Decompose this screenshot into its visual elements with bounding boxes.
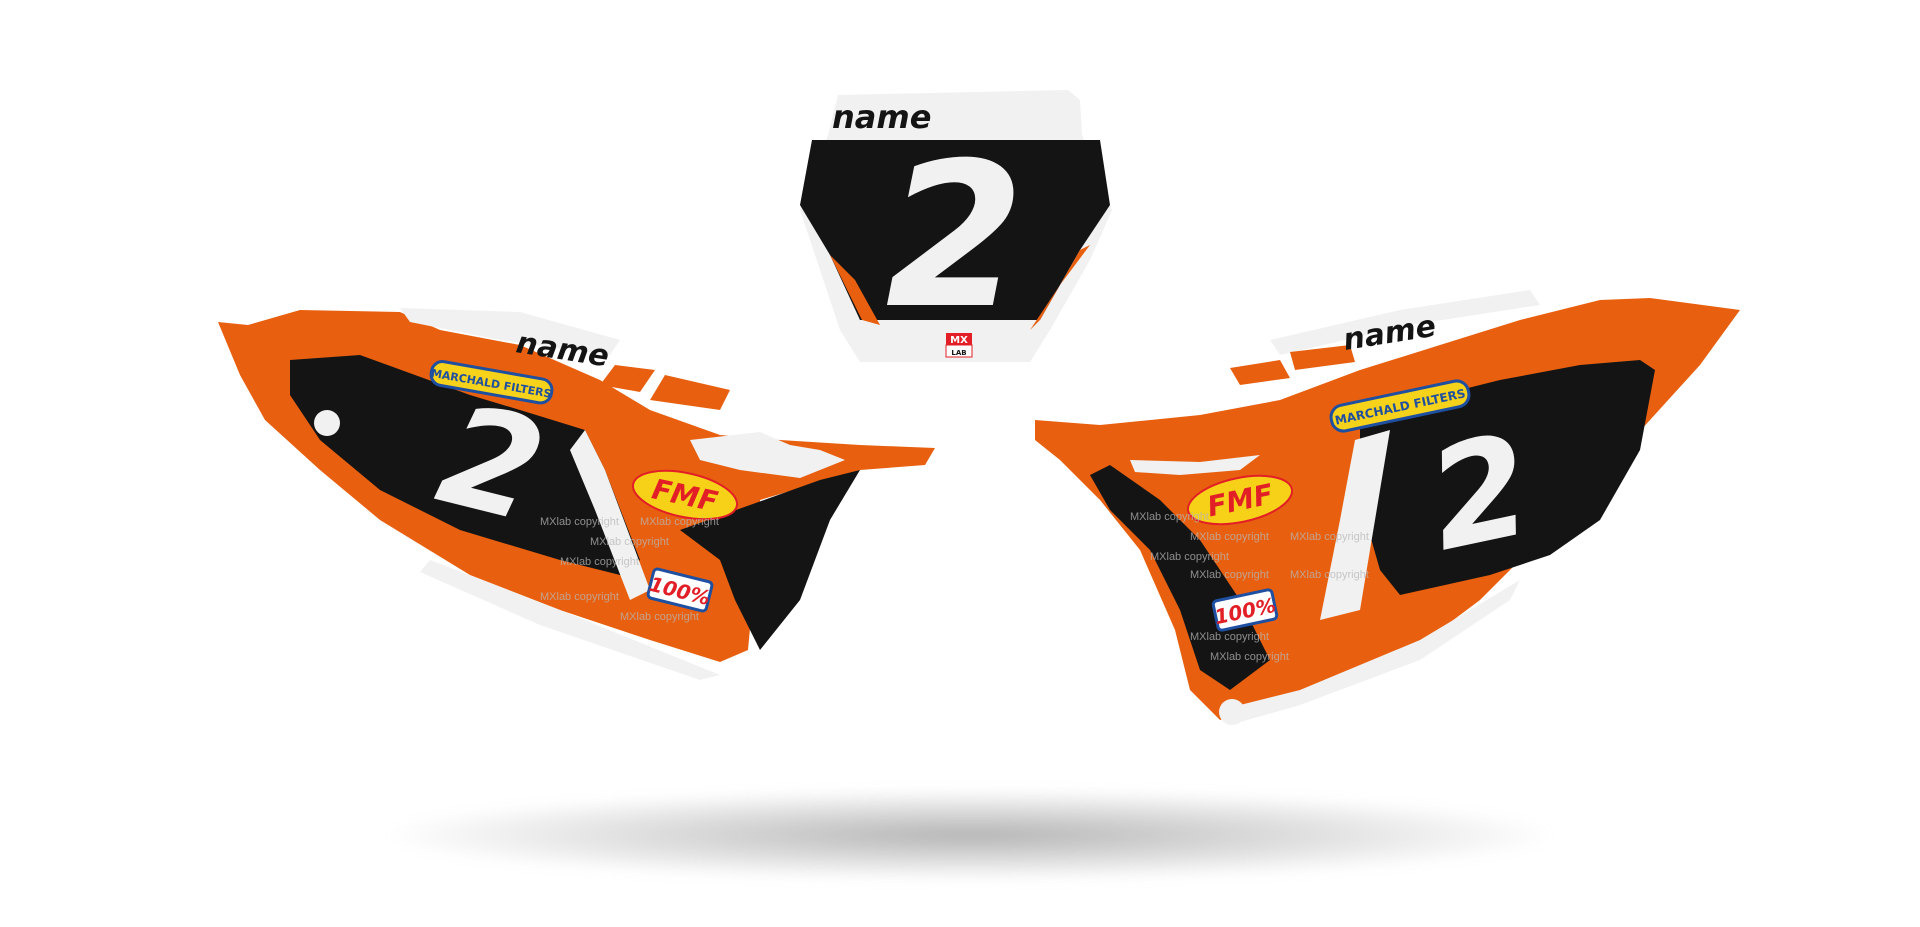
left-plate-fmf-sponsor: FMF [631, 469, 739, 521]
mxlab-logo-bottom: LAB [951, 349, 966, 357]
right-plate-number-panel [1360, 360, 1655, 595]
left-plate-watermarks: MXlab copyright MXlab copyright MXlab co… [540, 516, 719, 623]
right-plate-watermarks: MXlab copyright MXlab copyright MXlab co… [1130, 511, 1369, 663]
left-plate-stripe-1 [600, 365, 655, 392]
right-plate-stripe-1 [1230, 360, 1290, 385]
right-plate-fmf-sponsor: FMF [1186, 474, 1294, 526]
watermark: MXlab copyright [1210, 651, 1289, 663]
watermark: MXlab copyright [1130, 511, 1209, 523]
right-plate-mount-hole [1219, 699, 1245, 725]
watermark: MXlab copyright [1190, 631, 1269, 643]
right-side-plate: name 2 MARCHALD FILTERS FMF 100% MXlab c… [1035, 290, 1740, 725]
left-plate-number-panel [290, 355, 640, 575]
mxlab-logo: MX LAB [945, 333, 973, 358]
watermark: MXlab copyright [1190, 569, 1269, 581]
left-plate-white-cutout [690, 432, 845, 478]
mxlab-logo-top: MX [950, 335, 968, 346]
watermark: MXlab copyright [560, 556, 639, 568]
front-plate-orange-accent-left [830, 255, 880, 325]
left-plate-white-stripe [400, 308, 620, 355]
left-plate-white-border [570, 430, 650, 600]
right-plate-lower-stripe [1220, 580, 1520, 725]
right-plate-white-border [1320, 430, 1390, 620]
watermark: MXlab copyright [1150, 551, 1229, 563]
front-plate-orange-accent-right [1030, 245, 1090, 330]
watermark: MXlab copyright [1290, 531, 1369, 543]
left-plate-mount-hole [314, 410, 340, 436]
right-plate-stripe-2 [1290, 345, 1355, 370]
front-number-plate: name 2 MX LAB [800, 90, 1112, 362]
right-plate-black-tab [1090, 465, 1270, 690]
watermark: MXlab copyright [1190, 531, 1269, 543]
watermark: MXlab copyright [1290, 569, 1369, 581]
left-plate-lower-stripe [420, 560, 720, 680]
watermark: MXlab copyright [540, 516, 619, 528]
front-plate-number-panel [800, 140, 1110, 320]
watermark: MXlab copyright [640, 516, 719, 528]
drop-shadow [390, 790, 1550, 880]
watermark: MXlab copyright [590, 536, 669, 548]
left-side-plate: name 2 MARCHALD FILTERS FMF 100% MXlab c… [218, 308, 935, 680]
front-plate-race-number: 2 [885, 120, 1024, 353]
right-plate-white-cutout [1130, 455, 1260, 475]
watermark: MXlab copyright [620, 611, 699, 623]
front-plate-name: name [832, 98, 931, 136]
left-plate-stripe-2 [650, 375, 730, 410]
right-plate-white-stripe [1270, 290, 1540, 355]
watermark: MXlab copyright [540, 591, 619, 603]
